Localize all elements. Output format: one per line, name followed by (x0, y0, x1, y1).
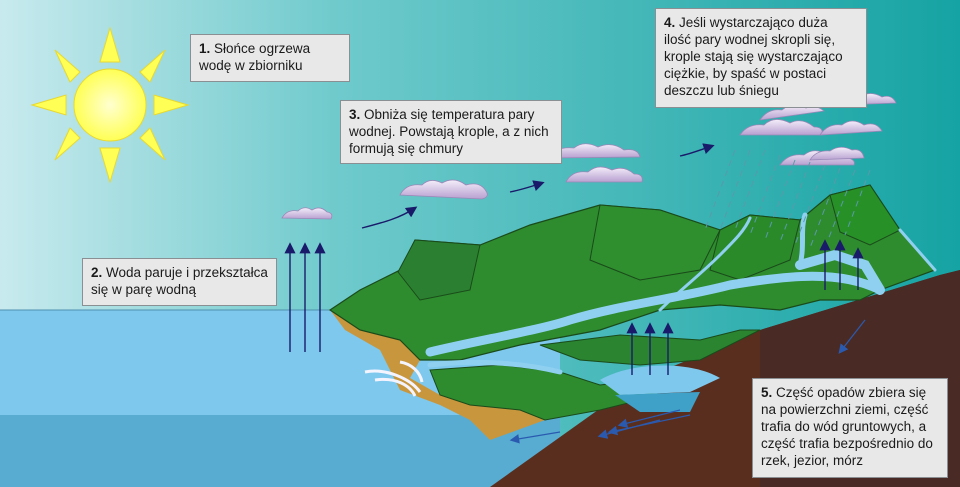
step-text: Obniża się temperatura pary wodnej. Pows… (349, 107, 549, 156)
rain-icon (704, 149, 871, 249)
step-5-caption: 5. Część opadów zbiera się na powierzchn… (752, 378, 948, 478)
step-3-caption: 3. Obniża się temperatura pary wodnej. P… (340, 100, 562, 164)
step-text: Część opadów zbiera się na powierzchni z… (761, 385, 933, 468)
step-text: Woda paruje i przekształca się w parę wo… (91, 265, 268, 297)
step-text: Słońce ogrzewa wodę w zbiorniku (199, 41, 311, 73)
step-number: 4. (664, 15, 676, 30)
step-number: 5. (761, 385, 773, 400)
step-text: Jeśli wystarczająco duża ilość pary wodn… (664, 15, 843, 98)
step-2-caption: 2. Woda paruje i przekształca się w parę… (82, 258, 277, 306)
step-1-caption: 1. Słońce ogrzewa wodę w zbiorniku (190, 34, 350, 82)
lake-deep (615, 392, 700, 412)
step-number: 3. (349, 107, 361, 122)
arrow-icon (509, 319, 866, 444)
arrow-icon (284, 239, 864, 375)
sun-icon (30, 26, 190, 184)
arrow-icon (361, 143, 715, 229)
step-4-caption: 4. Jeśli wystarczająco duża ilość pary w… (655, 8, 867, 108)
cloud-icon (281, 93, 897, 220)
waves (364, 360, 424, 397)
river (425, 212, 937, 375)
step-number: 1. (199, 41, 211, 56)
lake (600, 365, 720, 395)
step-number: 2. (91, 265, 103, 280)
